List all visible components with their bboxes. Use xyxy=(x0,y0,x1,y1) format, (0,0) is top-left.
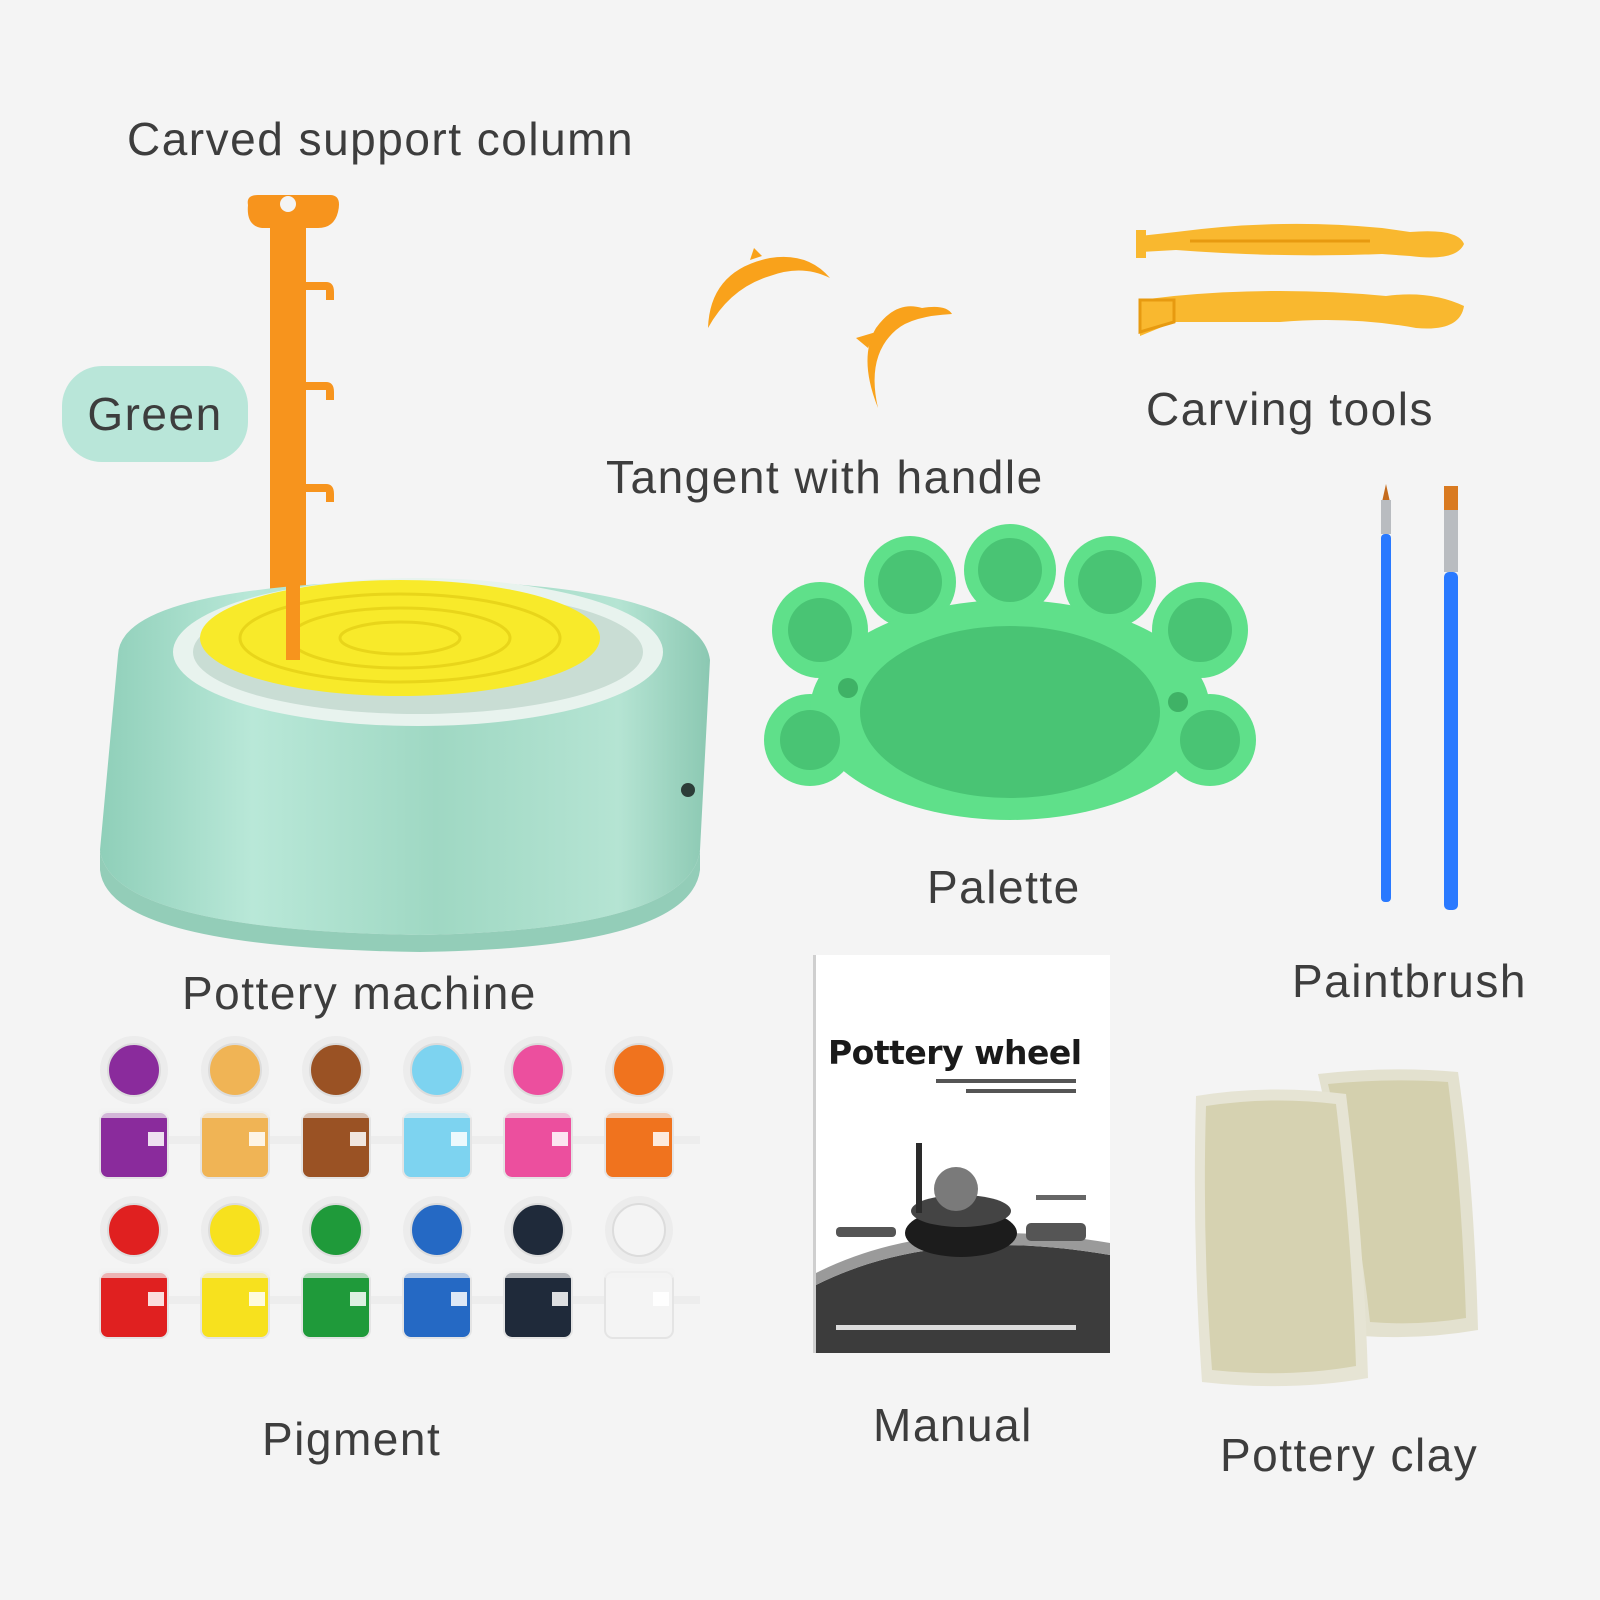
pigment-cup xyxy=(300,1036,372,1179)
color-badge: Green xyxy=(62,366,248,462)
label-palette: Palette xyxy=(927,861,1081,913)
label-paintbrush: Paintbrush xyxy=(1292,955,1527,1007)
manual-cover-art xyxy=(816,1079,1110,1353)
pigment-cup xyxy=(98,1196,170,1339)
paintbrush-2 xyxy=(1444,486,1458,910)
label-pottery-machine: Pottery machine xyxy=(182,967,537,1019)
paintbrush-illustration xyxy=(1381,484,1458,910)
manual-title: Pottery wheel xyxy=(828,1033,1082,1072)
label-manual: Manual xyxy=(873,1399,1033,1451)
pigment-cup xyxy=(603,1196,675,1339)
pigment-illustration xyxy=(98,1036,700,1339)
pigment-cup xyxy=(98,1036,170,1179)
label-pigment: Pigment xyxy=(262,1413,442,1465)
pigment-cup xyxy=(502,1196,574,1339)
pottery-clay-illustration xyxy=(1194,1069,1478,1387)
palette-illustration xyxy=(764,524,1256,820)
carving-tool-1 xyxy=(1136,223,1464,258)
pigment-cup xyxy=(199,1196,271,1339)
carving-tools-illustration xyxy=(1136,223,1464,336)
tangent-tools-illustration xyxy=(708,248,952,408)
pottery-machine-illustration xyxy=(100,195,710,952)
label-carving-tools: Carving tools xyxy=(1146,383,1434,435)
pigment-cup xyxy=(401,1036,473,1179)
pigment-cup xyxy=(603,1036,675,1179)
pigment-cup xyxy=(199,1036,271,1179)
clay-block-front xyxy=(1194,1089,1368,1387)
manual-booklet: Pottery wheel xyxy=(816,955,1110,1353)
pigment-cup xyxy=(502,1036,574,1179)
carving-tool-2 xyxy=(1138,291,1464,336)
tangent-tool-1 xyxy=(708,248,830,328)
label-support-column: Carved support column xyxy=(127,113,635,165)
pigment-cup xyxy=(300,1196,372,1339)
wheel-body xyxy=(100,578,710,952)
pigment-strip xyxy=(100,1296,700,1304)
label-tangent: Tangent with handle xyxy=(606,451,1044,503)
pigment-strip xyxy=(100,1136,700,1144)
label-pottery-clay: Pottery clay xyxy=(1220,1429,1479,1481)
tangent-tool-2 xyxy=(856,306,952,408)
support-column xyxy=(247,195,339,600)
paintbrush-1 xyxy=(1381,484,1391,902)
pigment-cup xyxy=(401,1196,473,1339)
